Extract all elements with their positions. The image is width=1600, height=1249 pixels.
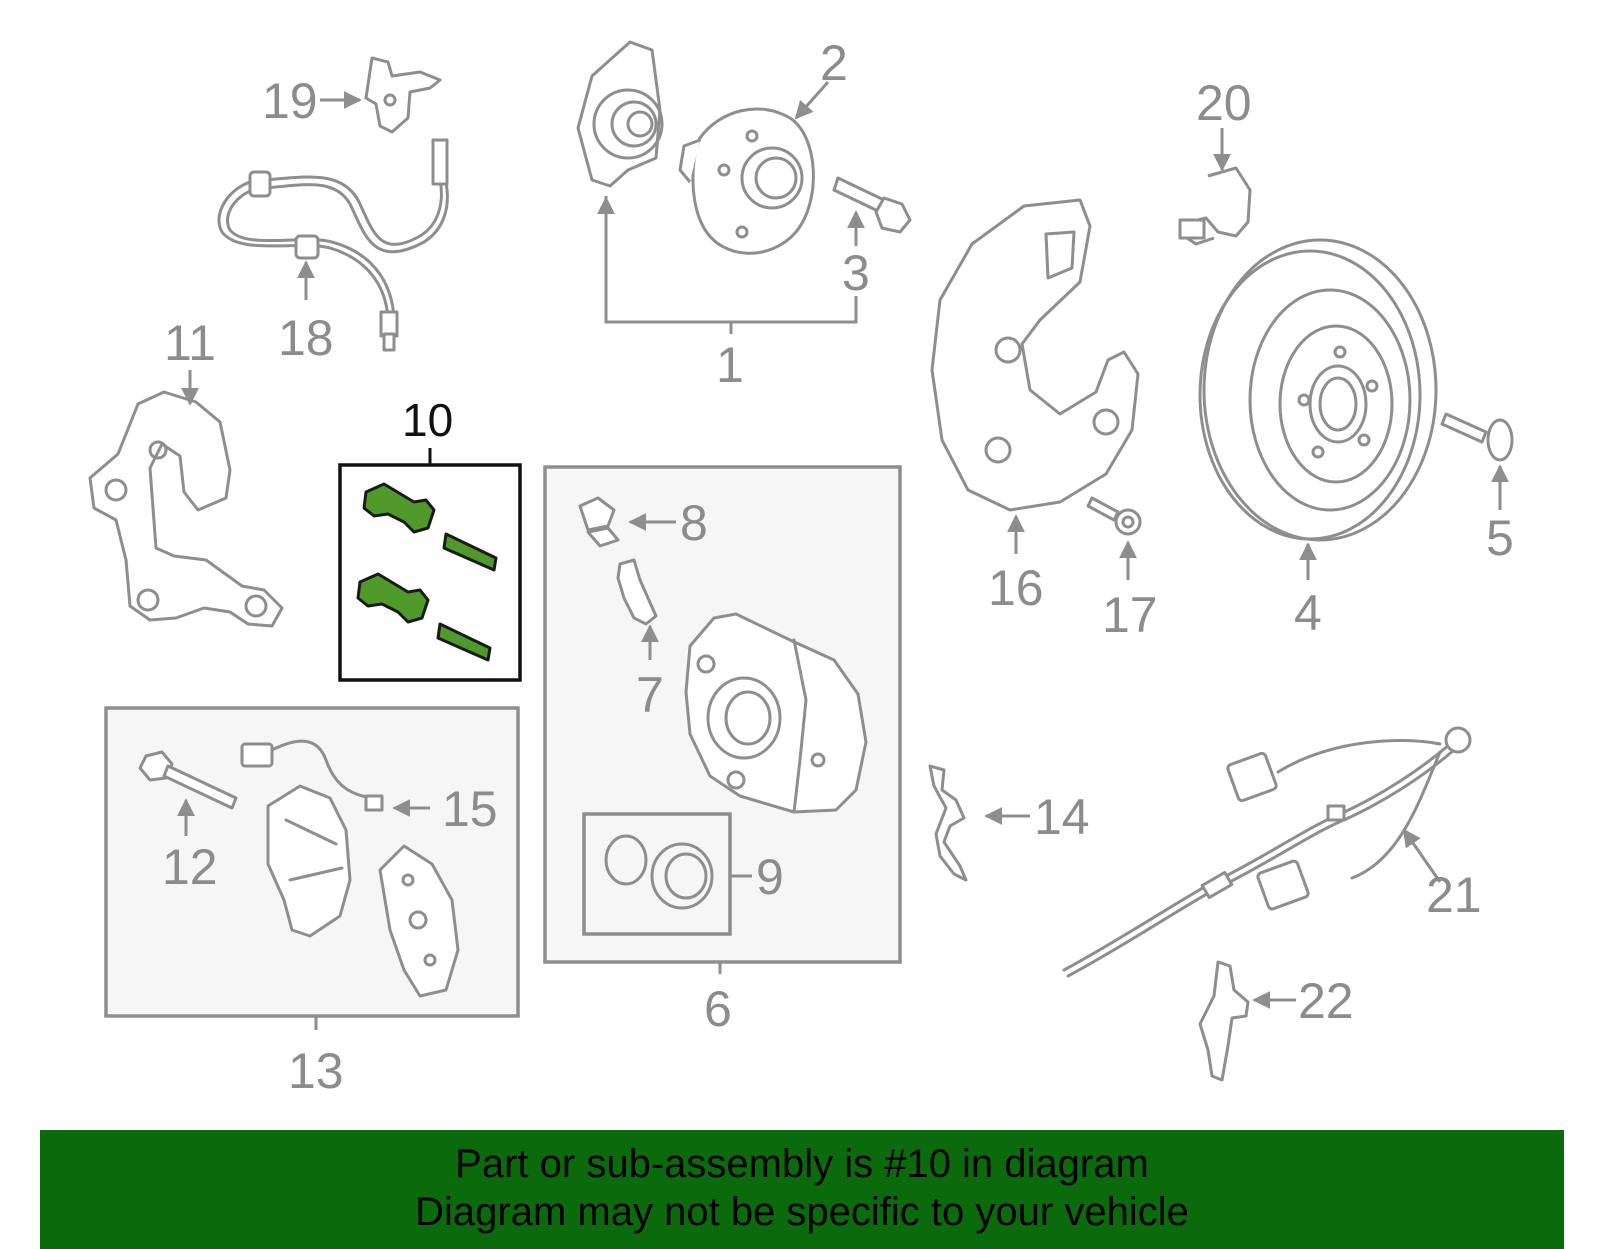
callout-16: 16 bbox=[988, 560, 1044, 616]
part-19-bracket bbox=[364, 56, 442, 134]
callout-21: 21 bbox=[1426, 867, 1482, 923]
part-12-bolt bbox=[138, 750, 238, 810]
callout-22: 22 bbox=[1298, 973, 1354, 1029]
part-21-wiring-harness bbox=[1062, 726, 1472, 978]
guide-pin-upper bbox=[442, 532, 498, 572]
guide-bushing-upper bbox=[362, 482, 436, 534]
callout-4: 4 bbox=[1294, 585, 1322, 641]
callout-18: 18 bbox=[278, 310, 334, 366]
guide-bushing-lower bbox=[356, 572, 430, 624]
banner-line-2: Diagram may not be specific to your vehi… bbox=[415, 1190, 1189, 1234]
banner-line-1: Part or sub-assembly is #10 in diagram bbox=[455, 1142, 1149, 1186]
part-10-guide-pin-kit bbox=[356, 482, 498, 662]
part-13-brake-pads bbox=[266, 784, 460, 998]
part-9-seal-kit bbox=[604, 834, 714, 910]
callout-17: 17 bbox=[1102, 587, 1158, 643]
leader-21 bbox=[1402, 828, 1442, 883]
info-banner: Part or sub-assembly is #10 in diagram D… bbox=[40, 1130, 1564, 1249]
part-6-caliper bbox=[684, 612, 868, 814]
callout-5: 5 bbox=[1486, 510, 1514, 566]
part-11-caliper-bracket bbox=[88, 390, 284, 628]
callout-7: 7 bbox=[636, 667, 664, 723]
part-1-wheel-bearing bbox=[576, 40, 664, 188]
leader-2 bbox=[794, 81, 830, 120]
callout-12: 12 bbox=[162, 839, 218, 895]
callout-15: 15 bbox=[442, 781, 498, 837]
group-box-9 bbox=[582, 812, 732, 936]
part-20-speed-sensor bbox=[1178, 166, 1252, 246]
part-5-screw bbox=[1440, 412, 1514, 462]
callout-11: 11 bbox=[164, 315, 216, 371]
part-22-clip bbox=[1198, 960, 1250, 1082]
callout-1: 1 bbox=[716, 337, 744, 393]
callout-3: 3 bbox=[842, 245, 870, 301]
part-4-brake-rotor bbox=[1198, 238, 1438, 542]
callout-20: 20 bbox=[1196, 75, 1252, 131]
callout-6: 6 bbox=[704, 981, 732, 1037]
callout-2: 2 bbox=[820, 35, 848, 91]
callout-8: 8 bbox=[680, 495, 708, 551]
part-14-spring bbox=[928, 764, 968, 882]
part-16-splash-shield bbox=[930, 198, 1140, 512]
callout-9: 9 bbox=[756, 849, 784, 905]
callout-13: 13 bbox=[288, 1043, 344, 1099]
part-7-bleeder bbox=[616, 558, 658, 626]
callout-10: 10 bbox=[402, 394, 453, 446]
part-15-wear-sensor bbox=[240, 739, 384, 812]
callout-19: 19 bbox=[262, 73, 318, 129]
part-2-hub bbox=[678, 107, 815, 255]
part-8-cap bbox=[578, 496, 620, 548]
part-18-brake-hose bbox=[217, 138, 449, 352]
part-3-bolt bbox=[832, 176, 912, 234]
guide-pin-lower bbox=[436, 622, 492, 662]
callout-14: 14 bbox=[1034, 789, 1090, 845]
part-17-bolt bbox=[1086, 496, 1142, 536]
